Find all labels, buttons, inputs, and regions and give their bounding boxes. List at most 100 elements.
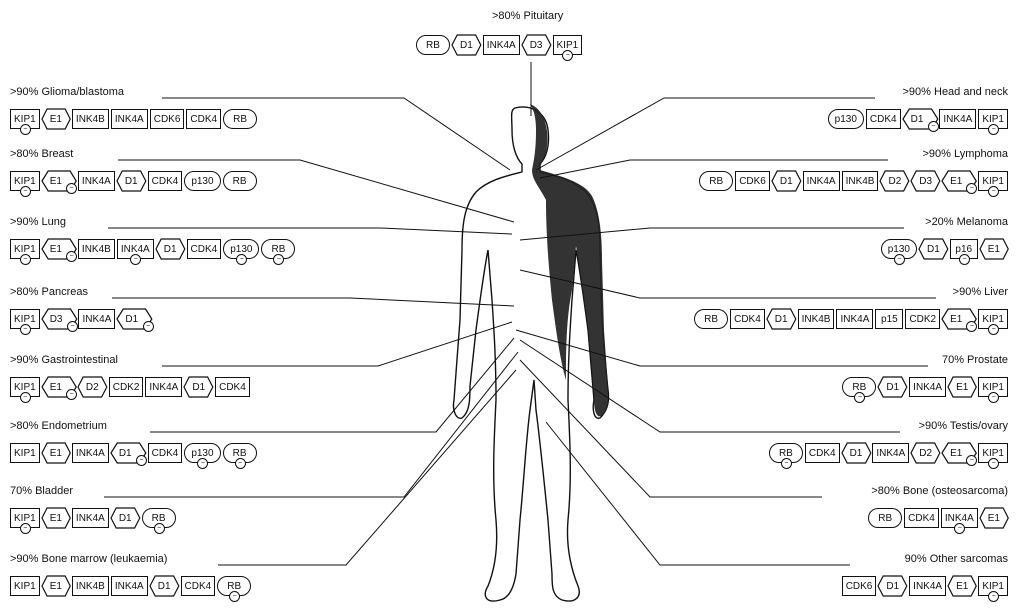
gene-label: D1 bbox=[850, 448, 863, 459]
gene-label: KIP1 bbox=[14, 244, 36, 255]
gene-label: INK4A bbox=[487, 40, 516, 51]
gene-hex-d1: D1 bbox=[111, 508, 140, 528]
gene-label: CDK2 bbox=[113, 382, 140, 393]
gene-box-ink4a: INK4A bbox=[145, 377, 182, 397]
gene-box-cdk2: CDK2 bbox=[109, 377, 144, 397]
gene-hex-d1: D1 bbox=[452, 35, 481, 55]
gene-label: p130 bbox=[835, 114, 857, 125]
gene-box-kip1: KIP1− bbox=[978, 576, 1008, 596]
gene-box-ink4a: INK4A− bbox=[117, 239, 154, 259]
mutation-marker-icon: − bbox=[143, 321, 154, 332]
gene-label: RB bbox=[878, 513, 892, 524]
gene-box-ink4a: INK4A bbox=[836, 309, 873, 329]
tumour-label-left: >90% Lung bbox=[10, 216, 66, 228]
gene-oval-rb: RB bbox=[868, 508, 902, 528]
gene-label: RB bbox=[704, 314, 718, 325]
gene-row-right: p130CDK4D1−INK4AKIP1− bbox=[828, 108, 1008, 130]
gene-hex-d1: D1− bbox=[111, 443, 146, 463]
gene-hex-d1: D1 bbox=[767, 309, 796, 329]
mutation-marker-icon: − bbox=[20, 186, 31, 197]
gene-box-cdk4: CDK4 bbox=[181, 576, 216, 596]
mutation-marker-icon: − bbox=[988, 124, 999, 135]
tumour-label-right: >90% Testis/ovary bbox=[919, 420, 1008, 432]
gene-label: RB bbox=[852, 382, 866, 393]
gene-label: E1 bbox=[950, 176, 962, 187]
gene-oval-p130: p130 bbox=[828, 109, 864, 129]
gene-label: INK4B bbox=[802, 314, 831, 325]
gene-label: E1 bbox=[50, 176, 62, 187]
tumour-label-left: >90% Glioma/blastoma bbox=[10, 86, 124, 98]
gene-box-p15: p15 bbox=[875, 309, 903, 329]
gene-label: CDK4 bbox=[809, 448, 836, 459]
gene-label: KIP1 bbox=[14, 176, 36, 187]
gene-box-kip1: KIP1− bbox=[10, 239, 40, 259]
gene-label: INK4A bbox=[807, 176, 836, 187]
gene-box-ink4b: INK4B bbox=[72, 576, 109, 596]
gene-box-ink4a: INK4A bbox=[872, 443, 909, 463]
gene-hex-d3: D3− bbox=[42, 309, 77, 329]
gene-box-cdk6: CDK6 bbox=[842, 576, 877, 596]
gene-oval-rb: RB bbox=[416, 35, 450, 55]
gene-hex-d3: D3 bbox=[911, 171, 940, 191]
gene-label: CDK6 bbox=[739, 176, 766, 187]
mutation-marker-icon: − bbox=[988, 186, 999, 197]
gene-label: INK4A bbox=[76, 448, 105, 459]
mutation-marker-icon: − bbox=[562, 50, 573, 61]
gene-label: CDK6 bbox=[154, 114, 181, 125]
gene-box-kip1: KIP1− bbox=[10, 171, 40, 191]
gene-label: INK4A bbox=[149, 382, 178, 393]
gene-row-right: RBCDK6D1INK4AINK4BD2D3E1−KIP1− bbox=[699, 170, 1008, 192]
gene-label: INK4A bbox=[121, 244, 150, 255]
gene-oval-p130: p130− bbox=[881, 239, 917, 259]
gene-row-right: RBCDK4INK4A−E1 bbox=[868, 507, 1008, 529]
gene-label: CDK2 bbox=[909, 314, 936, 325]
gene-hex-e1: E1 bbox=[980, 239, 1008, 259]
gene-label: D1 bbox=[158, 581, 171, 592]
mutation-marker-icon: − bbox=[20, 392, 31, 403]
tumour-label-left: >80% Pancreas bbox=[10, 286, 88, 298]
gene-label: E1 bbox=[50, 448, 62, 459]
gene-label: p15 bbox=[881, 314, 898, 325]
mutation-marker-icon: − bbox=[966, 455, 977, 466]
gene-row-left: KIP1−E1INK4AD1RB− bbox=[10, 507, 176, 529]
gene-box-p16: p16− bbox=[950, 239, 978, 259]
mutation-marker-icon: − bbox=[20, 523, 31, 534]
gene-label: D1 bbox=[927, 244, 940, 255]
tumour-label-left: >80% Endometrium bbox=[10, 420, 107, 432]
gene-label: KIP1 bbox=[982, 114, 1004, 125]
tumour-label-right: 90% Other sarcomas bbox=[905, 553, 1008, 565]
gene-label: RB bbox=[152, 513, 166, 524]
mutation-marker-icon: − bbox=[959, 254, 970, 265]
gene-oval-rb: RB bbox=[694, 309, 728, 329]
tumour-label-left: >90% Gastrointestinal bbox=[10, 354, 118, 366]
gene-label: D1 bbox=[886, 382, 899, 393]
gene-row-left: KIP1−E1−INK4BINK4A−D1CDK4p130−RB− bbox=[10, 238, 295, 260]
gene-label: D1 bbox=[911, 114, 924, 125]
gene-hex-e1: E1− bbox=[942, 443, 976, 463]
mutation-marker-icon: − bbox=[988, 324, 999, 335]
gene-label: KIP1 bbox=[14, 382, 36, 393]
mutation-marker-icon: − bbox=[954, 523, 965, 534]
tumour-label-right: >20% Melanoma bbox=[925, 216, 1008, 228]
gene-label: INK4A bbox=[943, 114, 972, 125]
gene-label: E1 bbox=[50, 382, 62, 393]
gene-box-cdk4: CDK4 bbox=[148, 171, 183, 191]
gene-box-kip1: KIP1 bbox=[10, 576, 40, 596]
gene-box-ink4a: INK4A bbox=[803, 171, 840, 191]
gene-label: RB bbox=[227, 581, 241, 592]
gene-hex-d1: D1 bbox=[184, 377, 213, 397]
gene-row-left: KIP1−E1INK4BINK4ACDK6CDK4RB bbox=[10, 108, 257, 130]
gene-oval-rb: RB bbox=[223, 171, 257, 191]
gene-oval-p130: p130− bbox=[223, 239, 259, 259]
mutation-marker-icon: − bbox=[966, 321, 977, 332]
gene-oval-rb: RB− bbox=[217, 576, 251, 596]
gene-box-ink4b: INK4B bbox=[842, 171, 879, 191]
gene-label: INK4A bbox=[76, 513, 105, 524]
gene-label: D1 bbox=[119, 448, 132, 459]
gene-label: CDK4 bbox=[219, 382, 246, 393]
gene-label: INK4A bbox=[913, 581, 942, 592]
gene-label: p130 bbox=[230, 244, 252, 255]
